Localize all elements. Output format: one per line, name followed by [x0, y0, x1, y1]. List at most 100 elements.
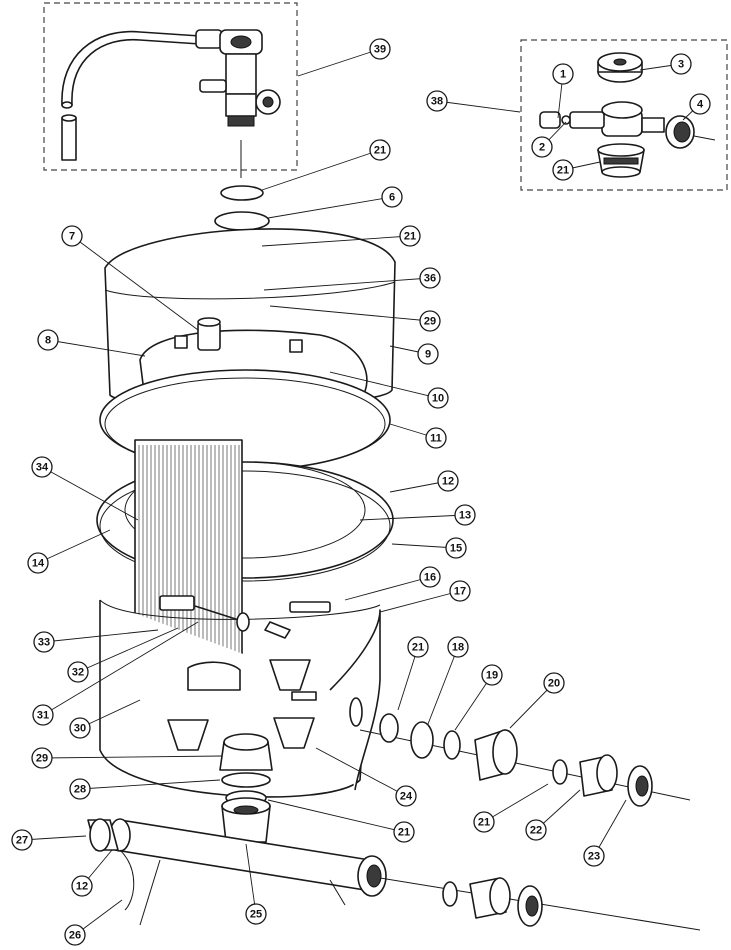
- leader-line: [79, 779, 221, 790]
- callout-label: 4: [697, 99, 704, 111]
- leader-line: [436, 100, 521, 113]
- leader-line: [263, 277, 431, 291]
- callout-label: 3: [678, 59, 684, 71]
- pressure-gauge-assembly-box: [520, 39, 728, 191]
- callout-circle: [395, 785, 417, 807]
- callout-8: 8: [37, 329, 59, 351]
- callout-circle: [449, 580, 471, 602]
- leader-line: [77, 627, 179, 673]
- callout-label: 29: [36, 753, 48, 765]
- callout-label: 16: [424, 572, 436, 584]
- callout-circle: [407, 636, 429, 658]
- callout-label: 27: [16, 835, 28, 847]
- callout-label: 8: [45, 335, 51, 347]
- side-outlet-fittings: [359, 713, 691, 807]
- callout-21: 21: [393, 821, 415, 843]
- callout-label: 14: [32, 558, 45, 570]
- callout-3: 3: [670, 53, 692, 75]
- callout-circle: [69, 717, 91, 739]
- callout-18: 18: [447, 636, 469, 658]
- leader-line: [397, 646, 419, 711]
- callout-label: 17: [454, 586, 466, 598]
- callout-21: 21: [473, 811, 495, 833]
- callout-label: 9: [425, 349, 431, 361]
- callout-circle: [11, 829, 33, 851]
- callout-circle: [670, 53, 692, 75]
- leader-line: [593, 799, 627, 857]
- callout-15: 15: [445, 537, 467, 559]
- callout-circle: [32, 704, 54, 726]
- pressure-gauge-assembly: [539, 52, 716, 178]
- callout-circle: [447, 636, 469, 658]
- callout-label: 12: [442, 476, 454, 488]
- leader-line: [297, 48, 381, 77]
- callout-circle: [245, 903, 267, 925]
- callout-label: 38: [431, 96, 443, 108]
- leader-line: [261, 235, 411, 247]
- leader-line: [454, 674, 493, 731]
- leader-line: [483, 783, 549, 823]
- callout-label: 1: [560, 69, 566, 81]
- callout-7: 7: [61, 225, 83, 247]
- callout-21: 21: [369, 139, 391, 161]
- leader-line: [267, 799, 405, 833]
- leader-line: [21, 835, 87, 841]
- air-relief-hose-assembly: [61, 29, 281, 161]
- callout-label: 25: [250, 909, 262, 921]
- callout-label: 21: [404, 231, 416, 243]
- callout-22: 22: [525, 819, 547, 841]
- leader-line: [41, 755, 223, 759]
- leader-line: [359, 514, 466, 521]
- callout-circle: [445, 537, 467, 559]
- callout-label: 10: [432, 393, 444, 405]
- leader-line: [79, 699, 141, 729]
- callout-circle: [454, 504, 476, 526]
- callout-circle: [525, 819, 547, 841]
- callout-circle: [583, 845, 605, 867]
- callout-label: 21: [478, 817, 490, 829]
- callout-circle: [417, 343, 439, 365]
- callout-10: 10: [427, 387, 449, 409]
- callout-label: 29: [424, 316, 436, 328]
- leader-line: [329, 371, 439, 399]
- leader-line: [269, 305, 431, 322]
- callout-circle: [419, 310, 441, 332]
- callout-circle: [427, 387, 449, 409]
- callout-label: 18: [452, 642, 464, 654]
- leader-line: [245, 843, 257, 915]
- leader-line: [427, 646, 459, 725]
- callout-circle: [61, 225, 83, 247]
- callout-circle: [419, 267, 441, 289]
- callout-circle: [481, 664, 503, 686]
- callout-label: 34: [36, 462, 49, 474]
- leader-line: [344, 576, 431, 601]
- callout-24: 24: [395, 785, 417, 807]
- leader-line: [261, 149, 381, 191]
- callout-2: 2: [531, 136, 553, 158]
- callout-circle: [399, 225, 421, 247]
- leader-line: [267, 196, 393, 219]
- callout-14: 14: [27, 552, 49, 574]
- leader-line: [42, 621, 199, 716]
- callout-label: 13: [459, 510, 471, 522]
- callout-19: 19: [481, 664, 503, 686]
- callout-label: 11: [430, 433, 442, 445]
- callout-23: 23: [583, 845, 605, 867]
- callout-12: 12: [71, 875, 93, 897]
- leader-line: [379, 590, 461, 613]
- callout-4: 4: [689, 93, 711, 115]
- callout-label: 32: [72, 667, 84, 679]
- callout-circle: [393, 821, 415, 843]
- laterals: [167, 659, 317, 751]
- callout-39: 39: [369, 38, 391, 60]
- callout-label: 31: [37, 710, 49, 722]
- callout-circle: [69, 778, 91, 800]
- callout-21: 21: [399, 225, 421, 247]
- callout-1: 1: [552, 63, 574, 85]
- callout-label: 12: [76, 881, 88, 893]
- callout-label: 24: [400, 791, 413, 803]
- callout-circle: [33, 631, 55, 653]
- callout-circle: [552, 63, 574, 85]
- leader-line: [41, 466, 139, 521]
